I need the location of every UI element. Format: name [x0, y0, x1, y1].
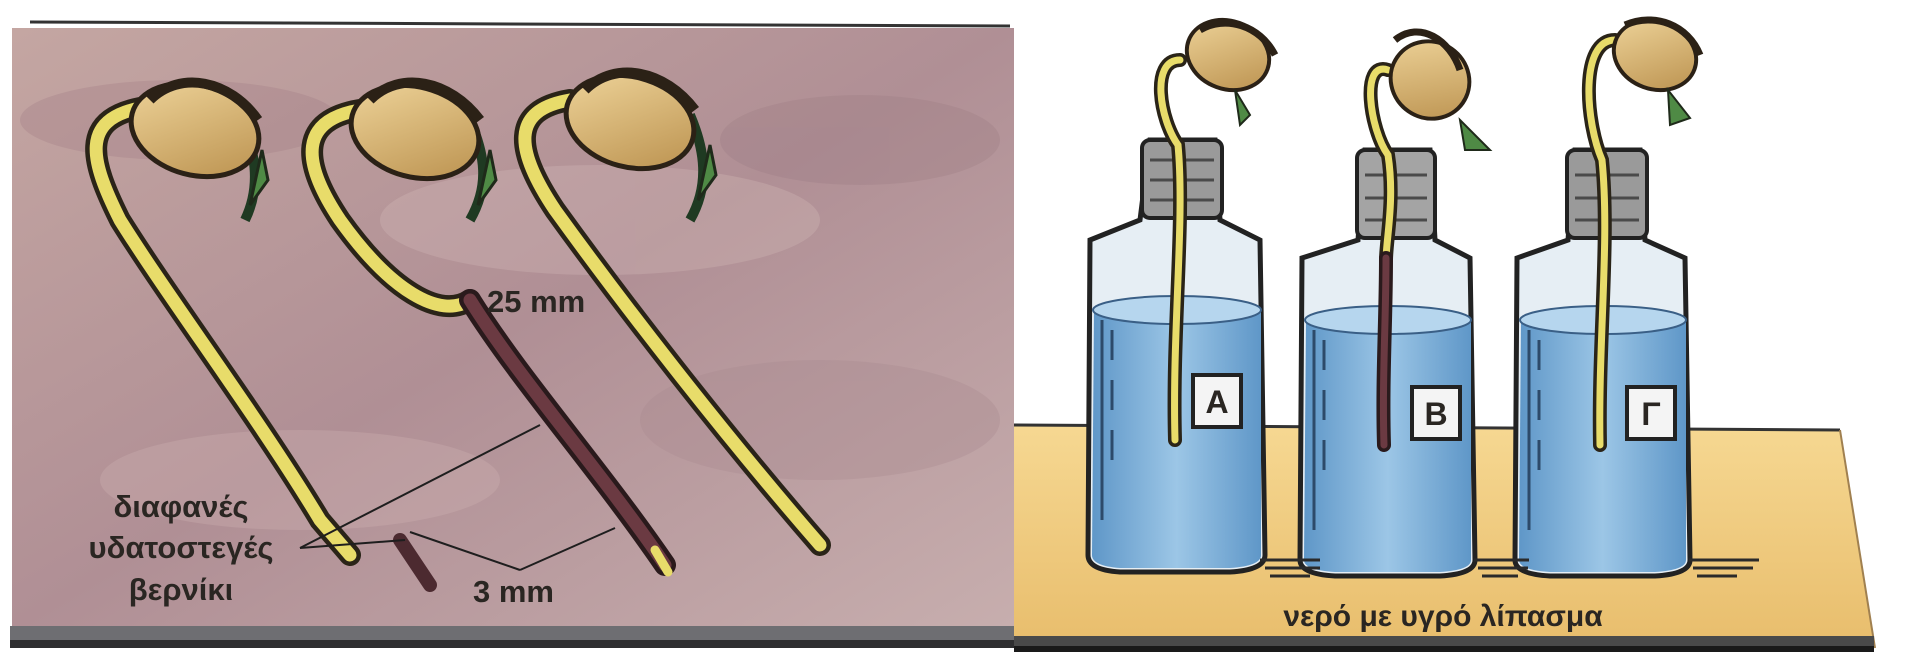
top-edge-line: [30, 22, 1010, 26]
measure-25mm-label: 25 mm: [487, 284, 585, 319]
left-bottom-strip: [10, 626, 1014, 640]
left-panel: 25 mm 3 mm διαφανές υδατοστεγές βερνίκι: [10, 22, 1014, 648]
measure-3mm-label: 3 mm: [473, 574, 554, 609]
bottle-a-label: A: [1205, 384, 1228, 420]
varnish-label-line-2: υδατοστεγές: [89, 530, 274, 565]
varnish-label-line-3: βερνίκι: [129, 572, 234, 607]
bottle-c-label: Γ: [1641, 396, 1660, 432]
right-panel: A B: [1014, 0, 1915, 671]
caption: νερό με υγρό λίπασμα: [1283, 600, 1603, 633]
varnish-label-line-1: διαφανές: [113, 489, 248, 524]
bottle-b-label: B: [1424, 396, 1447, 432]
